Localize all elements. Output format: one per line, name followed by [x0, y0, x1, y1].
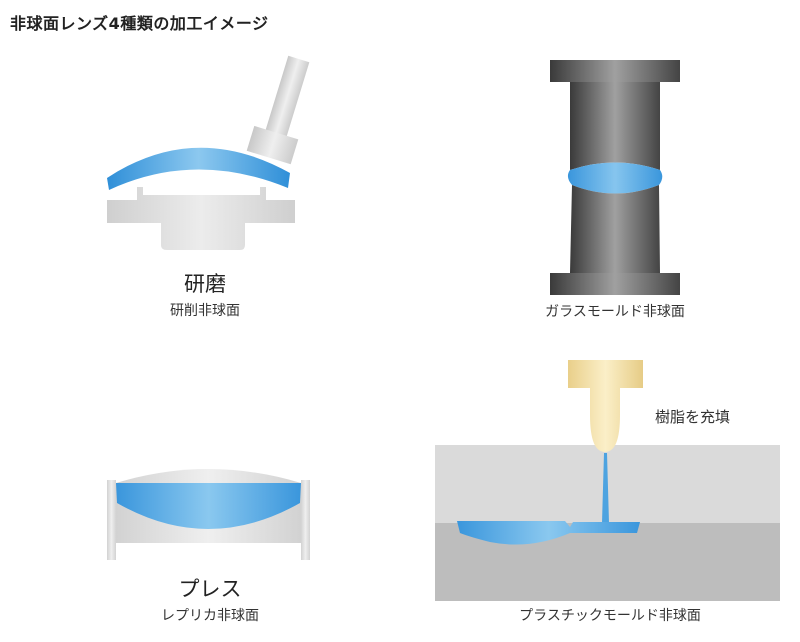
molded-lens-icon [457, 521, 640, 545]
sub-label: レプリカ非球面 [161, 608, 259, 624]
grinding-diagram [107, 55, 310, 250]
glass-mold-diagram [550, 60, 680, 295]
panel-plastic-mold: 樹脂を充填 プラスチックモールド非球面 [430, 355, 790, 640]
sub-label: ガラスモールド非球面 [545, 304, 685, 320]
resin-nozzle-icon [568, 360, 643, 452]
main-label: プレス [178, 577, 242, 601]
panel-grinding: 研磨 研削非球面 [95, 50, 315, 320]
main-label: 研磨 [184, 272, 226, 296]
resin-stream-icon [602, 453, 609, 523]
sub-label: プラスチックモールド非球面 [519, 608, 701, 624]
lens-icon [567, 162, 663, 194]
panel-glass-mold: ガラスモールド非球面 [520, 55, 710, 320]
lower-mold-icon [550, 185, 680, 295]
plastic-mold-diagram [435, 360, 780, 601]
page-title: 非球面レンズ4種類の加工イメージ [10, 14, 269, 33]
lens-icon [116, 483, 301, 529]
resin-fill-annotation: 樹脂を充填 [655, 408, 731, 426]
lens-holder-icon [107, 187, 295, 250]
lens-icon [107, 147, 290, 190]
panel-press: プレス レプリカ非球面 [95, 455, 335, 635]
grinding-tool-icon [246, 55, 310, 165]
press-diagram [107, 469, 310, 560]
sub-label: 研削非球面 [170, 303, 240, 319]
upper-mold-icon [550, 60, 680, 170]
